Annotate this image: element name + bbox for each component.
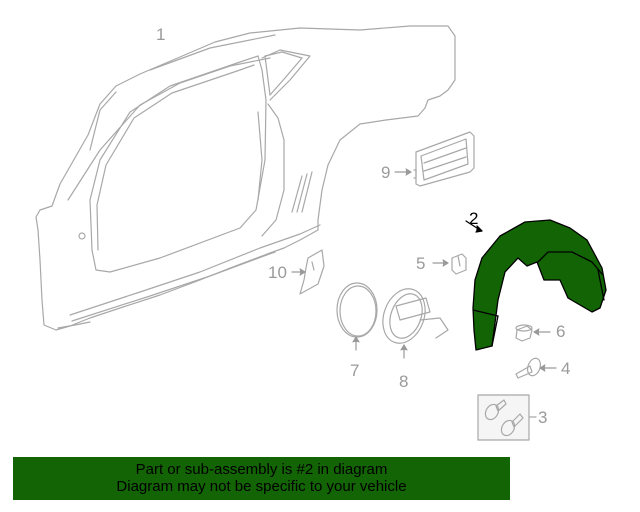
info-banner: Part or sub-assembly is #2 in diagram Di… [13, 457, 510, 500]
callout-7[interactable]: 7 [350, 361, 360, 380]
banner-line-2: Diagram may not be specific to your vehi… [116, 478, 407, 495]
callout-3[interactable]: 3 [538, 408, 548, 427]
parts-diagram: 1 2 3 4 5 6 7 8 9 10 [35, 25, 607, 441]
fastener-kit-part-3[interactable] [477, 394, 537, 441]
vent-part-9[interactable] [394, 131, 475, 187]
callout-5[interactable]: 5 [416, 254, 426, 273]
body-side-panel-part-1[interactable] [35, 25, 456, 331]
callout-8[interactable]: 8 [399, 372, 409, 391]
wheelhouse-liner-part-2[interactable] [465, 219, 607, 351]
housing-part-8[interactable] [376, 283, 449, 359]
callout-9[interactable]: 9 [381, 163, 391, 182]
seal-part-7[interactable] [336, 282, 378, 351]
banner-line-1: Part or sub-assembly is #2 in diagram [135, 461, 388, 478]
bracket-part-10[interactable] [291, 249, 325, 295]
nut-part-6[interactable] [515, 324, 551, 342]
push-pin-part-4[interactable] [515, 356, 557, 379]
callout-2[interactable]: 2 [469, 209, 479, 228]
callout-6[interactable]: 6 [556, 322, 566, 341]
callout-4[interactable]: 4 [561, 359, 571, 378]
clip-part-5[interactable] [432, 253, 467, 275]
callout-1[interactable]: 1 [156, 25, 166, 44]
callout-10[interactable]: 10 [268, 263, 287, 282]
